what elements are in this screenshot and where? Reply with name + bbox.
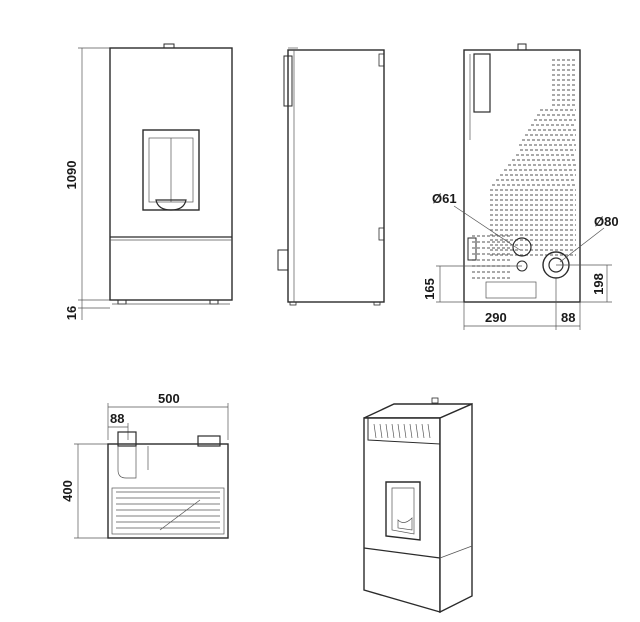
rear-label-290: 290 [485,310,507,325]
iso-top-grille [373,423,431,439]
rear-connector [467,237,477,261]
iso-grille-slat [415,423,419,439]
rear-top-nub [517,43,527,51]
rear-top-pipe [473,53,491,113]
rear-leader-80 [559,227,605,263]
top-label-400: 400 [60,480,75,502]
side-outlet-stub [277,249,289,271]
side-rear-bracket-top [378,53,385,67]
front-view: 1090 16 [64,43,233,320]
front-burner-pot [155,199,187,211]
rear-inlet-61 [512,237,532,257]
iso-front-face [363,417,441,613]
rear-vent-grille [472,59,576,279]
rear-leader-61 [453,205,521,251]
front-height-label: 1090 [64,161,79,190]
iso-grille-slat [409,423,413,439]
front-foot-label: 16 [64,306,79,320]
top-flue-channel [117,446,137,479]
iso-grille-slat [373,423,377,439]
iso-grille-slat [421,423,425,439]
iso-grille-slat [379,423,383,439]
iso-base-divider [363,547,441,559]
side-rear-bracket-bottom [378,227,385,241]
iso-grille-slat [397,423,401,439]
iso-top-nub [431,397,439,404]
side-handle [283,55,293,107]
top-slat-diagonal [159,499,201,531]
iso-door-frame [385,481,421,541]
iso-grille-slat [403,423,407,439]
iso-top-strip [367,417,441,445]
rear-label-198: 198 [591,273,606,295]
iso-grille-slat [385,423,389,439]
rear-label-80: Ø80 [594,214,619,229]
iso-grille-slat [391,423,395,439]
isometric-view [363,397,473,614]
front-top-nub [163,43,175,49]
rear-view: Ø61 Ø80 165 198 290 88 [422,43,619,330]
iso-base-divider-side [439,545,473,559]
top-grille-frame [111,487,225,535]
rear-label-165: 165 [422,278,437,300]
side-body-outline [287,49,385,303]
rear-label-61: Ø61 [432,191,457,206]
iso-burner-pot [397,517,413,531]
iso-side-face [439,402,473,614]
top-label-500: 500 [158,391,180,406]
rear-label-88: 88 [561,310,575,325]
top-flue-pipe [117,431,137,447]
rear-bottom-grille [485,281,537,299]
top-body-outline [107,443,229,539]
side-foot-left [289,301,297,306]
side-view [277,47,385,306]
iso-grille-slat [427,423,431,439]
top-label-88: 88 [110,411,124,426]
top-grille-slats [116,491,220,531]
iso-door-glass [391,487,415,535]
top-control-box [197,435,221,447]
top-view: 500 88 400 [60,391,229,539]
side-foot-right [373,301,381,306]
